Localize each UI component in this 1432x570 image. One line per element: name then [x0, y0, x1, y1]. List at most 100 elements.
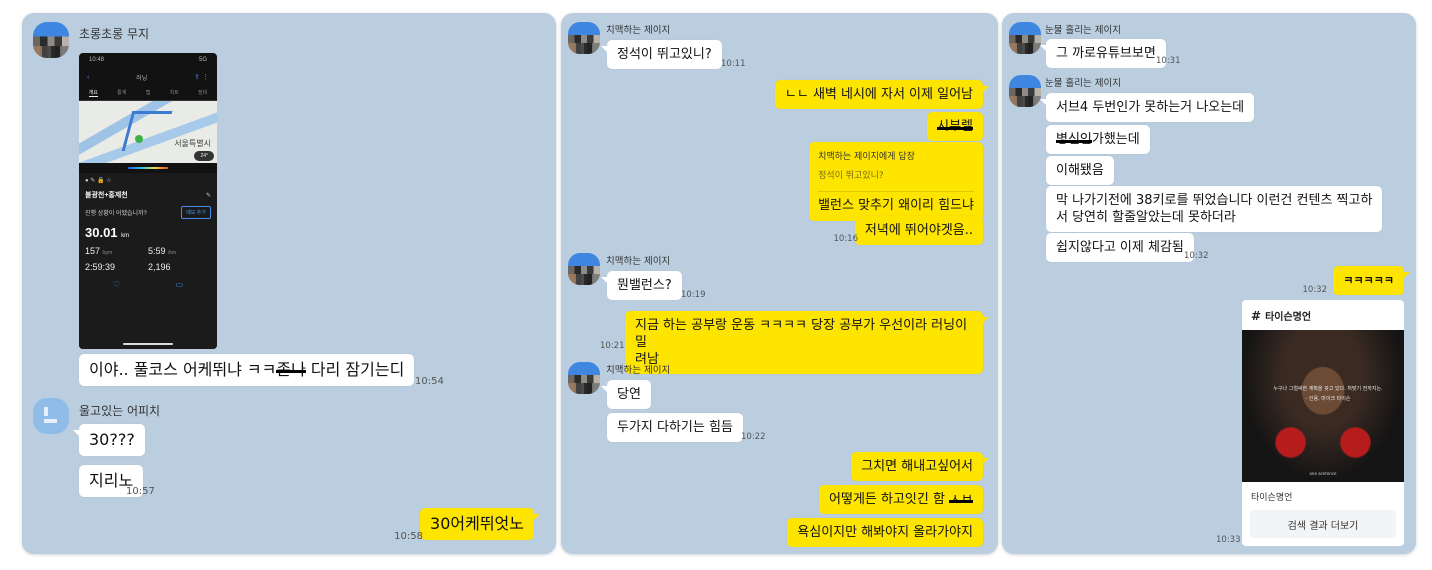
my-message-bubble[interactable]: 저녁에 뛰어야겟음..	[854, 216, 983, 245]
sender-name: 치맥하는 제이지	[606, 25, 671, 36]
message-bubble[interactable]: 30???	[73, 424, 145, 456]
message-bubble[interactable]: 그 까로유튜브보면	[1040, 39, 1166, 68]
my-message-bubble[interactable]: ㅋㅋㅋㅋㅋ	[1333, 266, 1410, 295]
activity-title: 불광천+홍제천	[85, 192, 128, 199]
my-message-bubble[interactable]: 그치면 해내고싶어서	[851, 452, 989, 481]
message-text: 정석이 뛰고있니?	[617, 47, 712, 62]
message-bubble[interactable]: 뭔밸런스?	[601, 271, 682, 300]
sender-name: 치맥하는 제이지	[606, 365, 671, 376]
steps-value: 2,196	[148, 262, 171, 272]
phone-tab: 장비	[198, 90, 208, 96]
pace-scale	[79, 163, 217, 173]
message-time: 10:57	[126, 486, 155, 497]
add-note-button: 메모 추가	[181, 206, 211, 219]
activity-summary: ● ✎ 🔒 ☆ 불광천+홍제천✎ 진행 상황이 어땠습니까?메모 추가 30.0…	[79, 173, 217, 349]
my-message-bubble[interactable]: 지금 하는 공부랑 운동 ㅋㅋㅋㅋ 당장 공부가 우선이라 러닝이 밀 려남	[625, 311, 989, 374]
message-text: 당연	[617, 387, 641, 402]
message-time: 10:32	[1302, 285, 1328, 295]
image-quote: 누구나 그럴싸한 계획을 갖고 있다. 처맞기 전까지는. - 인용, 마이크 …	[1262, 386, 1394, 403]
heart-rate-unit: bpm	[102, 250, 113, 256]
message-text: 30???	[89, 430, 135, 449]
message-time: 10:31	[1156, 56, 1181, 66]
quote-author: - 인용, 마이크 타이슨	[1305, 396, 1351, 402]
chat-panel-2: 치맥하는 제이지 정석이 뛰고있니? 10:11 ㄴㄴ 새벽 네시에 자서 이제…	[561, 13, 998, 554]
message-text: 두가지 다하기는 힘듬	[617, 420, 733, 435]
message-bubble[interactable]: 두가지 다하기는 힘듬	[607, 413, 743, 442]
comment-icon: ▭	[175, 280, 184, 289]
my-message-bubble[interactable]: 어떻게든 하고잇긴 함 ㅅㅂ	[819, 485, 983, 514]
message-text: 막 나가기전에 38키로를 뛰었습니다 이런건 컨텐츠 찍고하	[1056, 193, 1373, 208]
my-message-bubble[interactable]: 30어케뛰엇노	[420, 508, 540, 540]
pace-value: 5:59	[148, 246, 166, 256]
message-bubble[interactable]: 병신인가했는데	[1046, 125, 1150, 154]
phone-tab: 랩	[145, 90, 151, 96]
phone-footer: ♡ ▭	[85, 280, 211, 289]
message-bubble[interactable]: 막 나가기전에 38키로를 뛰었습니다 이런건 컨텐츠 찍고하 서 당연히 할줄…	[1046, 186, 1383, 232]
route-map: 서울특별시 24°	[79, 101, 217, 163]
message-time: 10:11	[721, 59, 746, 69]
reply-divider	[818, 191, 974, 192]
reply-message-bubble[interactable]: 치맥하는 제이지에게 답장 정석이 뛰고있니? 밸런스 맞추기 왜이리 힘드냐	[809, 142, 983, 221]
censored-text: 병신인	[1056, 132, 1092, 147]
message-text: ㅋㅋㅋㅋㅋ	[1343, 274, 1394, 287]
my-message-bubble[interactable]: 시부렐	[927, 112, 983, 141]
sender-avatar[interactable]	[568, 253, 600, 285]
sender-avatar[interactable]	[33, 22, 69, 58]
message-text: 뭔밸런스?	[617, 278, 672, 293]
card-header: #타이슨명언	[1242, 300, 1404, 330]
default-avatar[interactable]	[33, 398, 69, 434]
message-time: 10:33	[1216, 535, 1241, 545]
pace-unit: /km	[168, 250, 177, 256]
search-result-card[interactable]: #타이슨명언 누구나 그럴싸한 계획을 갖고 있다. 처맞기 전까지는. - 인…	[1242, 300, 1404, 546]
message-bubble[interactable]: 당연	[601, 380, 651, 409]
sender-avatar[interactable]	[568, 22, 600, 54]
message-text: 쉽지않다고 이제 체감됨	[1056, 240, 1184, 255]
message-bubble[interactable]: 이해됐음	[1046, 156, 1114, 185]
message-bubble[interactable]: 지리노	[79, 465, 144, 497]
sender-name: 치맥하는 제이지	[606, 256, 671, 267]
message-text: 밸런스 맞추기 왜이리 힘드냐	[818, 198, 974, 213]
message-text: 이해됐음	[1056, 163, 1104, 178]
heart-rate-value: 157	[85, 246, 101, 256]
message-bubble[interactable]: 서브4 두번인가 못하는거 나오는데	[1039, 93, 1255, 122]
distance-unit: km	[121, 233, 130, 239]
message-text: 30어케뛰엇노	[430, 514, 524, 533]
censored-text: ㅅㅂ	[949, 492, 973, 507]
message-bubble[interactable]: 쉽지않다고 이제 체감됨	[1046, 233, 1194, 262]
message-time: 10:54	[415, 376, 444, 387]
my-message-bubble[interactable]: ㄴㄴ 새벽 네시에 자서 이제 일어남	[774, 80, 990, 109]
message-text: ㄴㄴ 새벽 네시에 자서 이제 일어남	[784, 87, 973, 102]
home-indicator	[123, 343, 173, 345]
quote-text: 누구나 그럴싸한 계획을 갖고 있다. 처맞기 전까지는.	[1273, 386, 1383, 392]
message-text: 지리노	[89, 471, 134, 490]
heart-icon: ♡	[112, 280, 120, 289]
shared-image-running-app[interactable]: 10:48 5G ‹ 러닝 ⇪ ⋮ 개요 통계 랩 차트 장비 서울특별시 24…	[79, 53, 217, 349]
edit-icon: ✎	[205, 192, 211, 199]
back-icon: ‹	[87, 73, 90, 81]
phone-tab: 차트	[169, 90, 179, 96]
message-text: 려남	[635, 352, 659, 367]
message-text: 지금 하는 공부랑 운동 ㅋㅋㅋㅋ 당장 공부가 우선이라 러닝이 밀	[635, 318, 968, 350]
phone-nav: ‹ 러닝 ⇪ ⋮	[79, 69, 217, 85]
sender-name: 눈물 흘리는 제이지	[1045, 78, 1121, 89]
sender-name: 초롱초롱 무지	[79, 27, 150, 41]
more-results-button[interactable]: 검색 결과 더보기	[1250, 510, 1396, 538]
distance-value: 30.01	[85, 225, 118, 240]
sender-avatar[interactable]	[1009, 22, 1041, 54]
my-message-bubble[interactable]: 욕심이지만 해봐야지 올라가야지	[787, 518, 983, 547]
sender-name: 눈물 흘리는 제이지	[1045, 25, 1121, 36]
message-time: 10:32	[1184, 251, 1209, 261]
reply-header: 치맥하는 제이지에게 답장	[818, 152, 915, 162]
message-text: 어떻게든 하고잇긴 함	[829, 492, 950, 507]
sender-avatar[interactable]	[568, 362, 600, 394]
sender-avatar[interactable]	[1009, 75, 1041, 107]
chat-panel-3: 눈물 흘리는 제이지 그 까로유튜브보면 10:31 눈물 흘리는 제이지 서브…	[1002, 13, 1416, 554]
phone-tab: 개요	[88, 89, 98, 97]
message-text: 이야.. 풀코스 어케뛰냐 ㅋㅋ	[89, 360, 277, 379]
card-image[interactable]: 누구나 그럴싸한 계획을 갖고 있다. 처맞기 전까지는. - 인용, 마이크 …	[1242, 330, 1404, 482]
message-bubble[interactable]: 이야.. 풀코스 어케뛰냐 ㅋㅋ존나 다리 잠기는디	[79, 354, 415, 386]
card-title: 타이슨명언	[1265, 312, 1312, 323]
share-icon: ⇪ ⋮	[194, 74, 209, 81]
message-bubble[interactable]: 정석이 뛰고있니?	[601, 40, 722, 69]
phone-nav-title: 러닝	[136, 75, 148, 82]
